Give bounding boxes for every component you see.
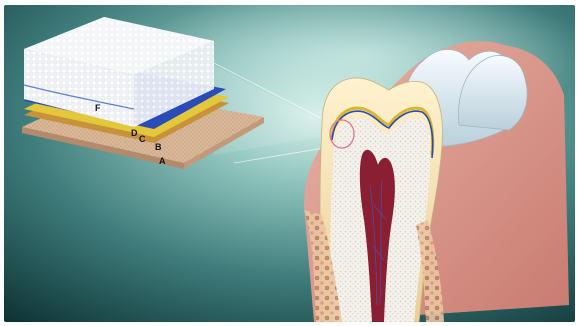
label-f: F <box>95 103 101 113</box>
label-c: C <box>139 134 146 144</box>
label-d: D <box>131 128 138 138</box>
label-a: A <box>159 156 166 166</box>
tooth-illustration: A B C D F <box>4 5 575 322</box>
illustration-canvas: A B C D F <box>4 5 575 322</box>
label-b: B <box>155 142 162 152</box>
